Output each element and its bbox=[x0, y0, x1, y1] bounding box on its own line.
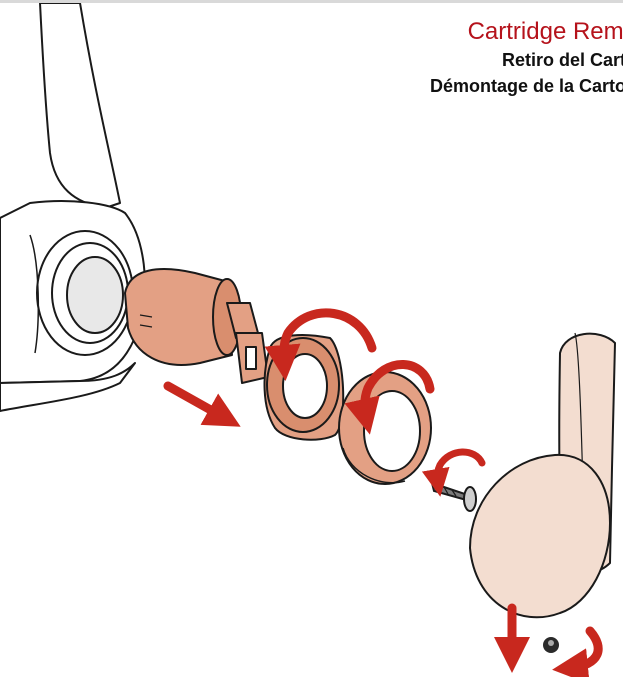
cartridge-icon bbox=[125, 269, 268, 383]
exploded-diagram bbox=[0, 3, 623, 677]
clockwise-arrow-icon bbox=[570, 631, 598, 668]
retaining-nut-icon bbox=[265, 335, 344, 440]
set-screw-icon bbox=[543, 637, 559, 653]
handle-screw-icon bbox=[432, 483, 476, 511]
counterclockwise-arrow-icon bbox=[437, 452, 482, 483]
bonnet-cap-icon bbox=[339, 372, 431, 484]
lever-handle-icon bbox=[470, 333, 615, 617]
faucet-body-icon bbox=[0, 3, 145, 411]
pull-out-arrow-icon bbox=[168, 386, 225, 418]
